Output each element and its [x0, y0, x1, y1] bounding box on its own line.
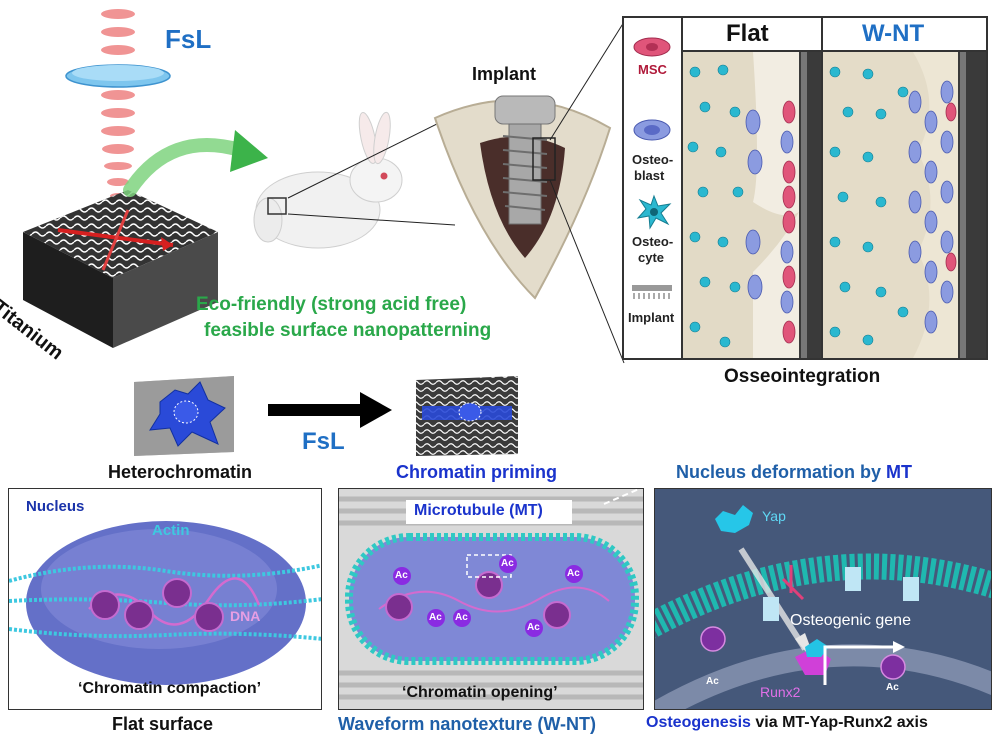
- ac-label-5: Ac: [527, 622, 540, 633]
- titanium-block: [18, 190, 223, 350]
- actin-label: Actin: [152, 522, 190, 539]
- heterochromatin-cell-graphic: [130, 372, 238, 458]
- zoom-lines-rabbit: [280, 110, 460, 230]
- zoom-lines-implant: [548, 18, 628, 368]
- heterochromatin-label: Heterochromatin: [108, 462, 253, 482]
- legend-msc: MSC: [638, 62, 667, 77]
- microtubule-label-box: [406, 500, 572, 524]
- ac-badges-mid: [338, 488, 644, 710]
- fsl-arrow-label: FsL: [302, 428, 345, 455]
- osteogenesis-caption: Osteogenesis via MT-Yap-Runx2 axis: [646, 714, 928, 732]
- yap-runx2-panel: [654, 488, 992, 710]
- ac-label-6: Ac: [567, 568, 580, 579]
- fsl-label-top: FsL: [165, 24, 212, 54]
- implant-legend-icon: [630, 283, 674, 303]
- fsl-process-arrow: [268, 390, 394, 430]
- chromatin-opening-caption: ‘Chromatin opening’: [402, 684, 558, 701]
- nucleus-label: Nucleus: [26, 498, 85, 515]
- laser-beam-graphic: [60, 0, 190, 220]
- rabbit-illustration: [248, 110, 418, 260]
- legend-osteoblast-2: blast: [634, 168, 665, 183]
- flat-header-box: [683, 18, 821, 52]
- legend-osteocyte-2: cyte: [638, 250, 665, 265]
- wnt-header-box: [823, 18, 986, 52]
- mt-abbrev-label: MT: [886, 462, 913, 482]
- osteogenesis-highlight: Osteogenesis: [646, 714, 751, 731]
- msc-legend-icon: [632, 36, 672, 58]
- wnt-tissue-view: [823, 52, 986, 358]
- wnt-header: W-NT: [862, 20, 925, 47]
- ac-label-2: Ac: [429, 612, 442, 623]
- osseointegration-caption: Osseointegration: [724, 366, 881, 387]
- legend-osteocyte-1: Osteo-: [632, 234, 674, 249]
- legend-osteoblast-1: Osteo-: [632, 152, 674, 167]
- implant-in-bone: [425, 88, 625, 308]
- ac-label-1: Ac: [395, 570, 408, 581]
- header-divider: [821, 16, 823, 360]
- implant-label: Implant: [472, 64, 537, 84]
- flat-surface-label: Flat surface: [112, 714, 214, 734]
- yap-label: Yap: [762, 508, 786, 524]
- ac-label-r1: Ac: [706, 676, 719, 687]
- wnt-label: Waveform nanotexture (W-NT): [338, 714, 596, 734]
- osteogenic-gene-label: Osteogenic gene: [790, 612, 911, 629]
- ac-label-4: Ac: [501, 558, 514, 569]
- legend-implant: Implant: [628, 310, 675, 325]
- nucleus-deformation-header: Nucleus deformation by MT: [676, 462, 912, 483]
- nucleus-deformation-label: Nucleus deformation by: [676, 462, 882, 482]
- osteogenesis-rest: via MT-Yap-Runx2 axis: [755, 714, 928, 731]
- flat-tissue-view: [683, 52, 821, 358]
- microtubule-label: Microtubule (MT): [414, 502, 543, 519]
- eco-friendly-line2: feasible surface nanopatterning: [204, 320, 492, 341]
- chromatin-priming-label: Chromatin priming: [396, 462, 557, 482]
- ac-label-r2: Ac: [886, 682, 899, 693]
- chromatin-compaction-caption: ‘Chromatin compaction’: [78, 680, 262, 697]
- ac-label-3: Ac: [455, 612, 468, 623]
- osteoblast-legend-icon: [632, 118, 672, 142]
- wnt-nucleus-panel: [338, 488, 644, 710]
- flat-header: Flat: [726, 20, 769, 47]
- osteocyte-legend-icon: [636, 194, 672, 230]
- green-process-arrow: [120, 120, 270, 200]
- flat-nucleus-panel: [8, 488, 322, 710]
- dna-label: DNA: [230, 608, 261, 624]
- runx2-label: Runx2: [760, 684, 801, 700]
- eco-friendly-line1: Eco-friendly (strong acid free): [196, 294, 467, 315]
- legend-divider: [681, 16, 683, 360]
- chromatin-priming-graphic: [412, 372, 522, 458]
